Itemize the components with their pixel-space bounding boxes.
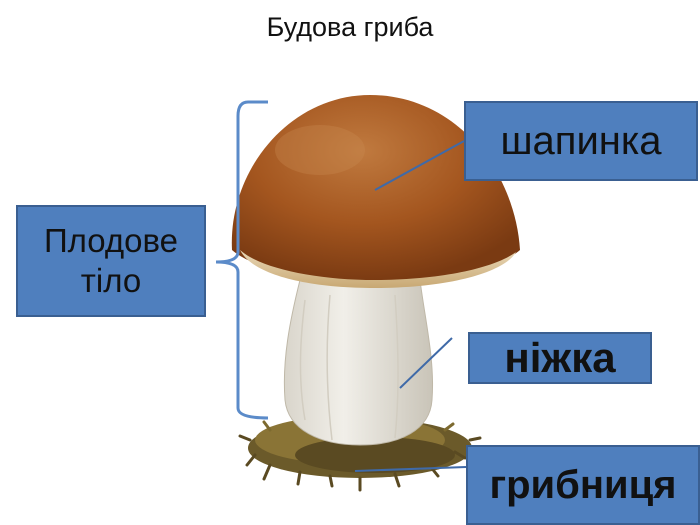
- fruiting-body-text: Плодове тіло: [43, 222, 179, 299]
- stem-pointer-line: [399, 337, 453, 389]
- diagram-title: Будова гриба: [266, 12, 434, 42]
- stem-label: ніжка: [468, 332, 652, 384]
- fruiting-body-bracket: [215, 100, 269, 420]
- cap-label: шапинка: [464, 101, 698, 181]
- cap-text: шапинка: [500, 118, 662, 163]
- cap-pointer-line: [374, 140, 465, 191]
- mycelium-pointer-line: [354, 466, 467, 472]
- stem-shape: [283, 279, 433, 446]
- mycelium-label: грибниця: [466, 445, 700, 525]
- fruiting-body-label: Плодове тіло: [16, 205, 206, 317]
- stem-text: ніжка: [504, 334, 616, 381]
- mycelium-text: грибниця: [489, 462, 677, 507]
